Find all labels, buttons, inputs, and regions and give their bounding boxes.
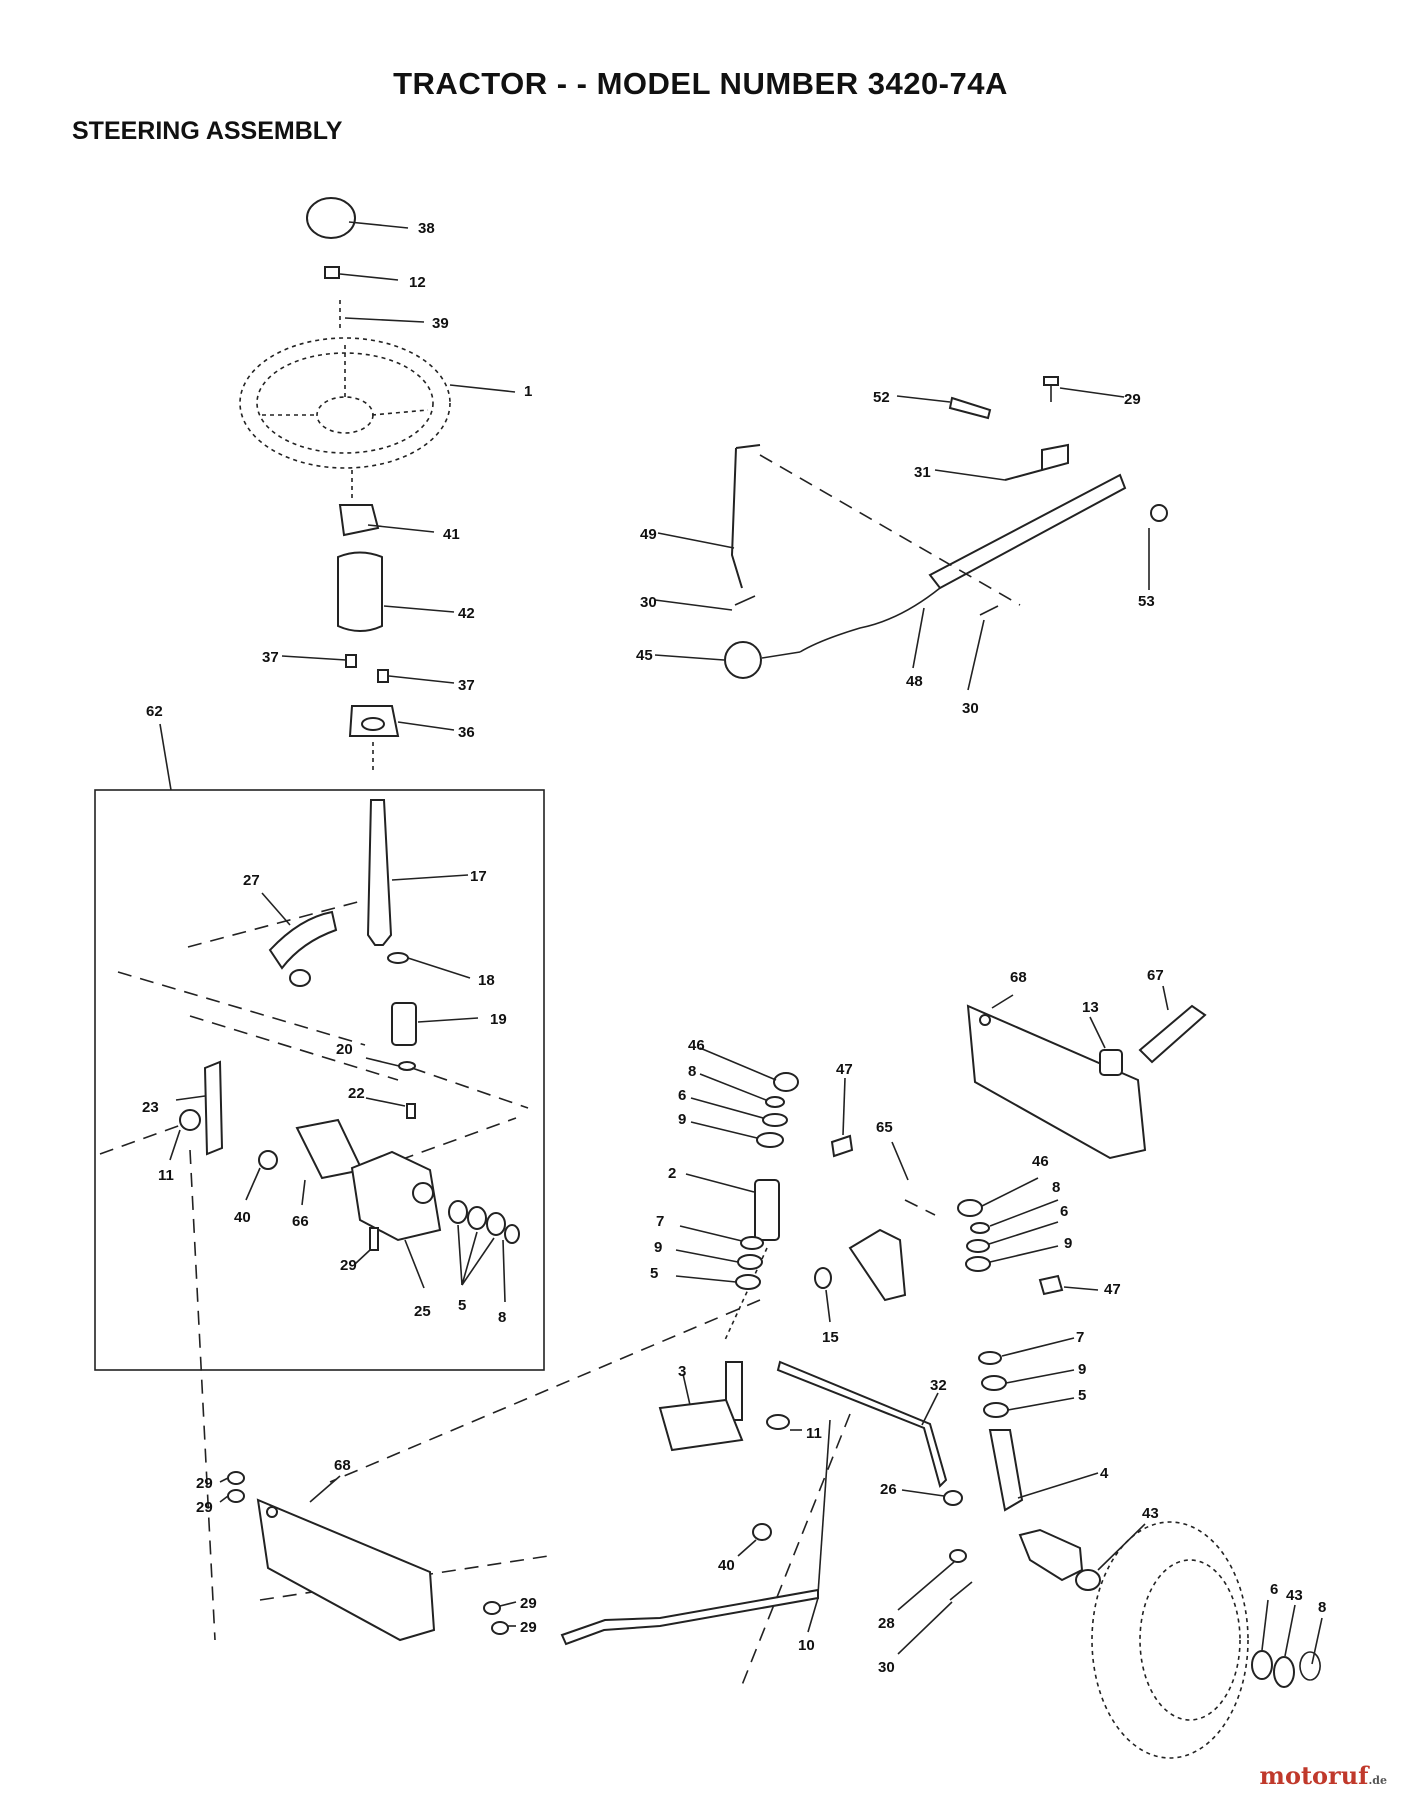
callout-25: 25 <box>414 1303 431 1320</box>
section-title: STEERING ASSEMBLY <box>72 117 343 145</box>
callout-8-wheel: 8 <box>1318 1599 1326 1616</box>
callout-6-wheel: 6 <box>1270 1581 1278 1598</box>
callout-8-box: 8 <box>498 1309 506 1326</box>
callout-41: 41 <box>443 526 460 543</box>
steering-column-group <box>239 197 516 770</box>
callout-42: 42 <box>458 605 475 622</box>
callout-5-box: 5 <box>458 1297 466 1314</box>
axle-linkage-group <box>189 985 1323 1759</box>
callout-30-low: 30 <box>878 1659 895 1676</box>
callout-29-l2: 29 <box>196 1499 213 1516</box>
callout-39: 39 <box>432 315 449 332</box>
callout-6-right: 6 <box>1060 1203 1068 1220</box>
callout-labels: 38 12 39 1 41 42 37 37 36 52 29 31 49 53… <box>142 220 1326 1676</box>
callout-28: 28 <box>878 1615 895 1632</box>
callout-23: 23 <box>142 1099 159 1116</box>
callout-27: 27 <box>243 872 260 889</box>
callout-9-left-b: 9 <box>654 1239 662 1256</box>
callout-67: 67 <box>1147 967 1164 984</box>
callout-53: 53 <box>1138 593 1155 610</box>
callout-45: 45 <box>636 647 653 664</box>
callout-5-left: 5 <box>650 1265 658 1282</box>
callout-4: 4 <box>1100 1465 1109 1482</box>
callout-31: 31 <box>914 464 931 481</box>
watermark-tld: .de <box>1368 1774 1387 1787</box>
callout-22: 22 <box>348 1085 365 1102</box>
callout-47-right: 47 <box>1104 1281 1121 1298</box>
watermark-logo: motoruf.de <box>1260 1761 1387 1790</box>
callout-38: 38 <box>418 220 435 237</box>
callout-29-top: 29 <box>1124 391 1141 408</box>
callout-7-right: 7 <box>1076 1329 1084 1346</box>
callout-19: 19 <box>490 1011 507 1028</box>
callout-12: 12 <box>409 274 426 291</box>
callout-46-right: 46 <box>1032 1153 1049 1170</box>
callout-29-r1: 29 <box>520 1595 537 1612</box>
callout-6-left: 6 <box>678 1087 686 1104</box>
callout-9-right: 9 <box>1064 1235 1072 1252</box>
callout-40-box: 40 <box>234 1209 251 1226</box>
callout-43-b: 43 <box>1286 1587 1303 1604</box>
callout-7-left: 7 <box>656 1213 664 1230</box>
callout-9-right-b: 9 <box>1078 1361 1086 1378</box>
callout-30-a: 30 <box>640 594 657 611</box>
watermark-brand: motoruf <box>1259 1761 1369 1790</box>
callout-43-a: 43 <box>1142 1505 1159 1522</box>
callout-13: 13 <box>1082 999 1099 1016</box>
callout-18: 18 <box>478 972 495 989</box>
callout-37b: 37 <box>458 677 475 694</box>
lift-lever-group <box>654 376 1168 691</box>
callout-52: 52 <box>873 389 890 406</box>
callout-20: 20 <box>336 1041 353 1058</box>
callout-15: 15 <box>822 1329 839 1346</box>
callout-66: 66 <box>292 1213 309 1230</box>
callout-48: 48 <box>906 673 923 690</box>
callout-30-b: 30 <box>962 700 979 717</box>
page-title: TRACTOR - - MODEL NUMBER 3420-74A <box>393 66 1008 101</box>
callout-40-low: 40 <box>718 1557 735 1574</box>
callout-29-l1: 29 <box>196 1475 213 1492</box>
callout-26: 26 <box>880 1481 897 1498</box>
callout-32: 32 <box>930 1377 947 1394</box>
callout-1: 1 <box>524 383 532 400</box>
callout-62: 62 <box>146 703 163 720</box>
callout-29-box: 29 <box>340 1257 357 1274</box>
callout-29-r2: 29 <box>520 1619 537 1636</box>
callout-17: 17 <box>470 868 487 885</box>
callout-49: 49 <box>640 526 657 543</box>
steering-gear-box <box>94 723 545 1371</box>
callout-36: 36 <box>458 724 475 741</box>
callout-11-box: 11 <box>158 1167 174 1184</box>
callout-68-right: 68 <box>1010 969 1027 986</box>
callout-68-left: 68 <box>334 1457 351 1474</box>
callout-65: 65 <box>876 1119 893 1136</box>
callout-5-right: 5 <box>1078 1387 1086 1404</box>
callout-10: 10 <box>798 1637 815 1654</box>
callout-9-left: 9 <box>678 1111 686 1128</box>
callout-8-right: 8 <box>1052 1179 1060 1196</box>
callout-46-left: 46 <box>688 1037 705 1054</box>
callout-47-left: 47 <box>836 1061 853 1078</box>
callout-3: 3 <box>678 1363 686 1380</box>
callout-8-left: 8 <box>688 1063 696 1080</box>
callout-2: 2 <box>668 1165 676 1182</box>
callout-37a: 37 <box>262 649 279 666</box>
callout-11-low: 11 <box>806 1425 822 1442</box>
